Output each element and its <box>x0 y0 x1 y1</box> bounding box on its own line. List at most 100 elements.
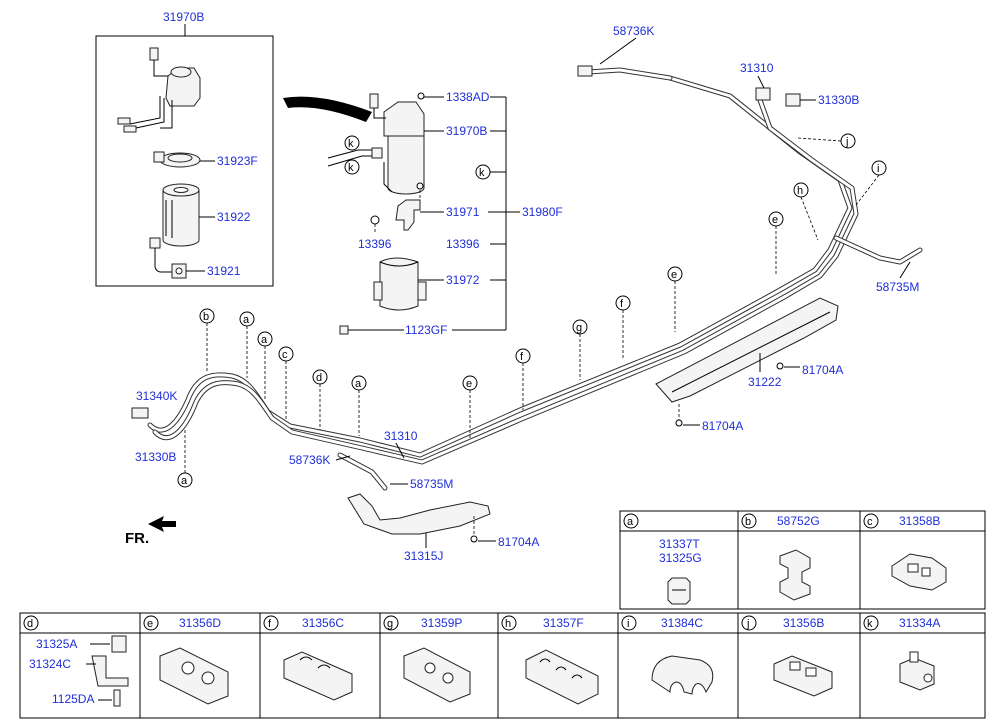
table-part-31356b[interactable]: 31356B <box>783 616 824 630</box>
table-part-31325a[interactable]: 31325A <box>36 637 77 651</box>
clip-f-icon <box>283 651 353 701</box>
table-part-31358b[interactable]: 31358B <box>899 514 940 528</box>
label-81704a-1[interactable]: 81704A <box>802 363 843 377</box>
line-callouts: b a a c d a e f g f e e <box>177 133 887 488</box>
table-part-31334a[interactable]: 31334A <box>899 616 940 630</box>
table-part-1125da[interactable]: 1125DA <box>52 692 94 706</box>
label-58735m-mid[interactable]: 58735M <box>410 477 453 491</box>
callout-g[interactable]: g <box>576 322 582 334</box>
table-letter-k[interactable]: k <box>867 618 873 630</box>
callout-a-bottom[interactable]: a <box>181 475 188 487</box>
clamp-band-icon <box>373 257 427 311</box>
callout-e-2[interactable]: e <box>671 269 677 281</box>
svg-text:k: k <box>479 167 485 179</box>
callout-a-3[interactable]: a <box>355 378 362 390</box>
label-31330b-top[interactable]: 31330B <box>818 93 859 107</box>
table-part-31325g[interactable]: 31325G <box>659 551 702 565</box>
fuel-lines <box>131 65 923 491</box>
label-31922[interactable]: 31922 <box>217 210 251 224</box>
label-31222[interactable]: 31222 <box>748 375 782 389</box>
table-letter-c[interactable]: c <box>867 516 873 528</box>
label-1338ad[interactable]: 1338AD <box>446 90 490 104</box>
table-part-58752g[interactable]: 58752G <box>777 514 820 528</box>
front-direction: FR. <box>125 516 176 547</box>
bracket-31971-icon <box>395 182 424 231</box>
label-58736k-mid[interactable]: 58736K <box>289 453 330 467</box>
table-cell-a: a 31337T 31325G <box>623 513 702 605</box>
callout-h[interactable]: h <box>797 185 803 197</box>
callout-e-3[interactable]: e <box>772 214 778 226</box>
clip-d-icon <box>91 635 129 707</box>
label-31315j[interactable]: 31315J <box>404 549 443 563</box>
table-letter-a[interactable]: a <box>627 516 634 528</box>
label-31330b-left[interactable]: 31330B <box>135 450 176 464</box>
protector-31315j: 81704A 31315J <box>347 493 539 563</box>
callout-d[interactable]: d <box>316 372 322 384</box>
callout-f-2[interactable]: f <box>620 298 624 310</box>
label-13396-left[interactable]: 13396 <box>358 237 392 251</box>
clip-c-icon <box>891 553 947 591</box>
table-part-31356c[interactable]: 31356C <box>302 616 344 630</box>
label-31970b-mid[interactable]: 31970B <box>446 124 487 138</box>
label-31923f[interactable]: 31923F <box>217 154 258 168</box>
table-letter-d[interactable]: d <box>27 618 33 630</box>
table-cell-j: j 31356B <box>741 615 833 697</box>
table-cell-i: i 31384C <box>621 615 714 695</box>
front-label: FR. <box>125 530 149 547</box>
table-cell-k: k 31334A <box>863 615 940 691</box>
clip-j-icon <box>773 655 833 697</box>
table-letter-b[interactable]: b <box>745 516 751 528</box>
label-58736k-top[interactable]: 58736K <box>613 24 654 38</box>
seal-ring-icon <box>153 151 201 168</box>
callout-k-2[interactable]: k <box>348 162 354 174</box>
callout-k-1[interactable]: k <box>348 138 354 150</box>
table-cell-e: e 31356D <box>143 615 229 705</box>
label-31972[interactable]: 31972 <box>446 273 480 287</box>
callout-c[interactable]: c <box>282 349 288 361</box>
table-letter-f[interactable]: f <box>268 618 272 630</box>
label-31921[interactable]: 31921 <box>207 264 241 278</box>
table-cell-c: c 31358B <box>863 513 947 591</box>
label-1123gf[interactable]: 1123GF <box>405 323 447 337</box>
label-31310-mid[interactable]: 31310 <box>384 429 418 443</box>
label-31980f[interactable]: 31980F <box>522 205 563 219</box>
clip-a-icon <box>667 577 691 605</box>
table-part-31324c[interactable]: 31324C <box>29 657 71 671</box>
label-58735m-right[interactable]: 58735M <box>876 280 919 294</box>
callout-i[interactable]: i <box>877 163 879 175</box>
table-cell-g: g 31359P <box>383 615 471 703</box>
table-letter-e[interactable]: e <box>147 618 153 630</box>
clip-i-icon <box>651 655 714 695</box>
table-part-31356d[interactable]: 31356D <box>179 616 221 630</box>
filter-assembly: 1338AD 31970B 31971 31980F 13396 13396 3… <box>327 90 563 337</box>
table-cell-h: h 31357F <box>501 615 599 705</box>
table-part-31384c[interactable]: 31384C <box>661 616 703 630</box>
table-letter-j[interactable]: j <box>746 618 749 630</box>
callout-a-2[interactable]: a <box>261 334 268 346</box>
label-81704a-2[interactable]: 81704A <box>702 419 743 433</box>
filter-head-icon <box>117 47 201 133</box>
table-cell-b: b 58752G <box>741 513 820 601</box>
callout-j[interactable]: j <box>845 136 848 148</box>
table-part-31359p[interactable]: 31359P <box>421 616 462 630</box>
callout-f-1[interactable]: f <box>520 351 524 363</box>
clip-g-icon <box>403 647 471 703</box>
table-letter-g[interactable]: g <box>387 618 393 630</box>
pointer-arrow-icon <box>283 96 372 122</box>
table-part-31337t[interactable]: 31337T <box>659 537 700 551</box>
label-31970b-top[interactable]: 31970B <box>163 10 204 24</box>
clip-b-icon <box>779 549 811 601</box>
label-81704a-3[interactable]: 81704A <box>498 535 539 549</box>
table-letter-h[interactable]: h <box>505 618 511 630</box>
label-31310-top[interactable]: 31310 <box>740 61 774 75</box>
table-part-31357f[interactable]: 31357F <box>543 616 584 630</box>
table-letter-i[interactable]: i <box>627 618 629 630</box>
label-13396-right[interactable]: 13396 <box>446 237 480 251</box>
callout-b[interactable]: b <box>203 311 209 323</box>
filter-cartridge-icon <box>162 183 200 247</box>
callout-e-1[interactable]: e <box>466 378 472 390</box>
callout-a-1[interactable]: a <box>243 314 250 326</box>
label-31971[interactable]: 31971 <box>446 205 480 219</box>
label-31340k[interactable]: 31340K <box>136 389 177 403</box>
